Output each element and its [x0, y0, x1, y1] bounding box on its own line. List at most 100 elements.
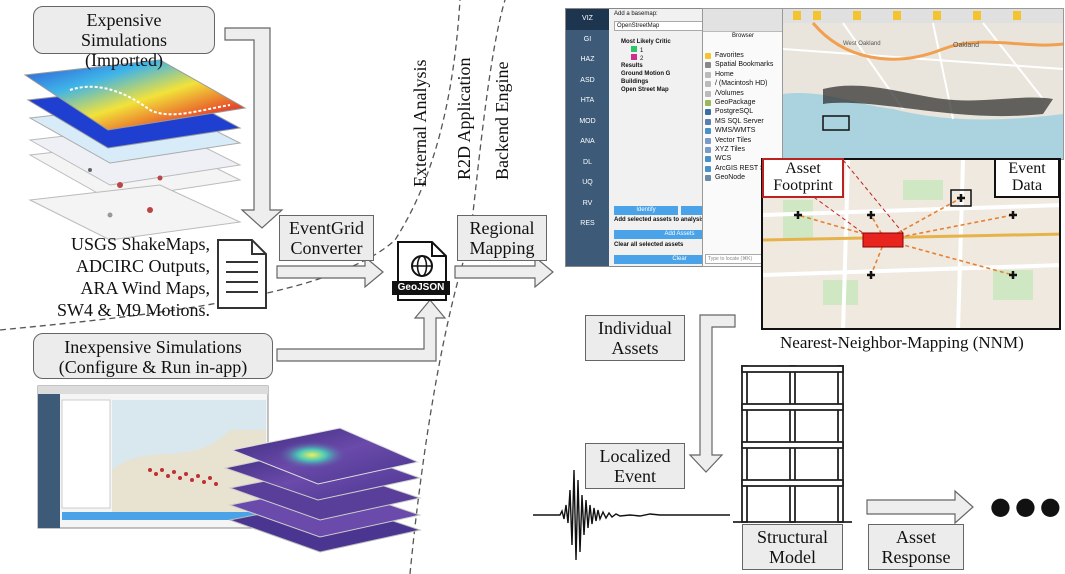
- browser-item-wms[interactable]: WMS/WMTS: [703, 126, 783, 135]
- browser-item-vector-tiles[interactable]: Vector Tiles: [703, 136, 783, 145]
- folder-icon: [705, 71, 711, 78]
- geojson-badge-label: GeoJSON: [397, 282, 445, 293]
- globe-icon: [705, 128, 711, 135]
- add-assets-button[interactable]: Add Assets: [614, 230, 745, 239]
- layer-buildings[interactable]: Buildings: [611, 78, 781, 86]
- arrow-expensive-down: [224, 27, 284, 229]
- browser-item-wcs[interactable]: WCS: [703, 154, 783, 163]
- event-data-line2: Data: [1011, 177, 1043, 194]
- map-label-oakland: Oakland: [953, 42, 980, 49]
- continuation-ellipsis: ●●●: [990, 492, 1065, 520]
- source-sw4-m9: SW4 & M9 Motions.: [56, 300, 210, 320]
- layer-name: Buildings: [621, 79, 649, 85]
- browser-item-spatial-bookmarks[interactable]: Spatial Bookmarks: [703, 60, 783, 69]
- browser-item-label: WMS/WMTS: [715, 127, 756, 135]
- arrow-map-to-assets: [688, 314, 736, 473]
- simulation-sources-list: USGS ShakeMaps, ADCIRC Outputs, ARA Wind…: [30, 233, 210, 321]
- map-label-west-oakland: West Oakland: [843, 41, 881, 47]
- expensive-simulations-line2: (Imported): [85, 50, 163, 70]
- toolbar-strip: [703, 9, 783, 32]
- layer-name: 2: [640, 56, 644, 62]
- tab-viz[interactable]: VIZ: [566, 9, 609, 30]
- browser-item-xyz-tiles[interactable]: XYZ Tiles: [703, 145, 783, 154]
- asset-response-box: Asset Response: [868, 524, 964, 570]
- document-icon: [217, 239, 267, 309]
- layer-most-likely-critical[interactable]: Most Likely Critic: [611, 38, 781, 46]
- nnm-caption: Nearest-Neighbor-Mapping (NNM): [780, 333, 1024, 352]
- layer-ground-motion[interactable]: Ground Motion G: [611, 70, 781, 78]
- browser-item-label: GeoNode: [715, 174, 745, 182]
- tab-mod[interactable]: MOD: [579, 117, 596, 125]
- browser-item-postgresql[interactable]: PostgreSQL: [703, 107, 783, 116]
- asset-footprint-line1: Asset: [785, 160, 821, 177]
- eventgrid-converter-line2: Converter: [290, 238, 363, 258]
- localized-event-line2: Event: [614, 466, 656, 486]
- regional-mapping-line2: Mapping: [469, 238, 535, 258]
- folder-icon: [705, 90, 711, 97]
- localized-event-box: Localized Event: [585, 443, 685, 489]
- browser-item-favorites[interactable]: Favorites: [703, 51, 783, 60]
- browser-item-arcgis-rest[interactable]: ArcGIS REST S: [703, 164, 783, 173]
- browser-item-label: XYZ Tiles: [715, 145, 745, 153]
- browser-item-geopackage[interactable]: GeoPackage: [703, 98, 783, 107]
- browser-item-label: Vector Tiles: [715, 136, 752, 144]
- browser-item-geonode[interactable]: GeoNode: [703, 173, 783, 182]
- basemap-label: Add a basemap:: [614, 11, 658, 17]
- asset-response-line2: Response: [881, 547, 951, 567]
- browser-item-label: /Volumes: [715, 89, 744, 97]
- browser-item-home[interactable]: Home: [703, 70, 783, 79]
- browser-item-volumes[interactable]: /Volumes: [703, 89, 783, 98]
- basemap-value: OpenStreetMap: [617, 23, 660, 29]
- elephant-icon: [705, 109, 711, 116]
- individual-assets-line1: Individual: [598, 318, 672, 338]
- tab-hta[interactable]: HTA: [580, 97, 595, 104]
- arrow-inexpensive-to-converter: [276, 299, 447, 362]
- identify-button[interactable]: Identify: [614, 206, 678, 215]
- tab-res[interactable]: RES: [580, 220, 595, 227]
- flow-arrows: [224, 27, 974, 525]
- browser-item-macintosh-hd[interactable]: / (Macintosh HD): [703, 79, 783, 88]
- clear-button[interactable]: Clear: [614, 255, 745, 264]
- expensive-simulations-box: Expensive Simulations (Imported): [33, 6, 215, 70]
- structural-model-line1: Structural: [757, 527, 828, 547]
- event-data-callout: Event Data: [994, 158, 1060, 198]
- source-adcirc: ADCIRC Outputs,: [75, 256, 210, 276]
- structural-model-line2: Model: [769, 547, 816, 567]
- star-icon: [705, 53, 711, 59]
- asset-footprint-line2: Footprint: [773, 177, 833, 194]
- browser-item-label: GeoPackage: [715, 98, 756, 106]
- structural-frame: [733, 365, 852, 523]
- layer-name: Open Street Map: [621, 87, 669, 93]
- tab-uq[interactable]: UQ: [582, 179, 593, 186]
- geojson-file-icon: [392, 241, 450, 301]
- layer-name: Ground Motion G: [621, 71, 671, 77]
- browser-item-label: MS SQL Server: [715, 117, 764, 125]
- locate-placeholder: Type to locate (⌘K): [708, 256, 753, 262]
- tab-rv[interactable]: RV: [582, 199, 593, 207]
- ground-motion-waveform: [533, 469, 730, 561]
- layer-name: 1: [640, 48, 644, 54]
- browser-item-label: Spatial Bookmarks: [715, 61, 774, 69]
- grid-icon: [705, 146, 711, 153]
- tab-asd[interactable]: ASD: [580, 76, 595, 84]
- structural-model-box: Structural Model: [742, 524, 843, 570]
- overview-map: West Oakland Oakland: [782, 8, 1064, 160]
- layer-2[interactable]: 2: [611, 54, 781, 62]
- globe-icon: [705, 165, 711, 172]
- browser-item-mssql[interactable]: MS SQL Server: [703, 117, 783, 126]
- browser-item-label: Favorites: [715, 52, 744, 59]
- tab-haz[interactable]: HAZ: [580, 56, 595, 63]
- region-label-external-analysis: External Analysis: [410, 59, 430, 187]
- layer-results[interactable]: Results: [611, 62, 781, 70]
- localized-event-line1: Localized: [599, 446, 671, 466]
- individual-assets-box: Individual Assets: [585, 315, 685, 361]
- tab-ana[interactable]: ANA: [580, 138, 595, 145]
- regional-mapping-line1: Regional: [469, 218, 535, 238]
- overview-map-graphic: [783, 9, 1063, 159]
- inexpensive-simulations-line1: Inexpensive Simulations: [64, 337, 242, 357]
- tab-gi[interactable]: GI: [583, 35, 592, 43]
- tab-dl[interactable]: DL: [583, 158, 592, 166]
- layer-open-street-map[interactable]: Open Street Map: [611, 86, 781, 94]
- layer-1[interactable]: 1: [611, 46, 781, 54]
